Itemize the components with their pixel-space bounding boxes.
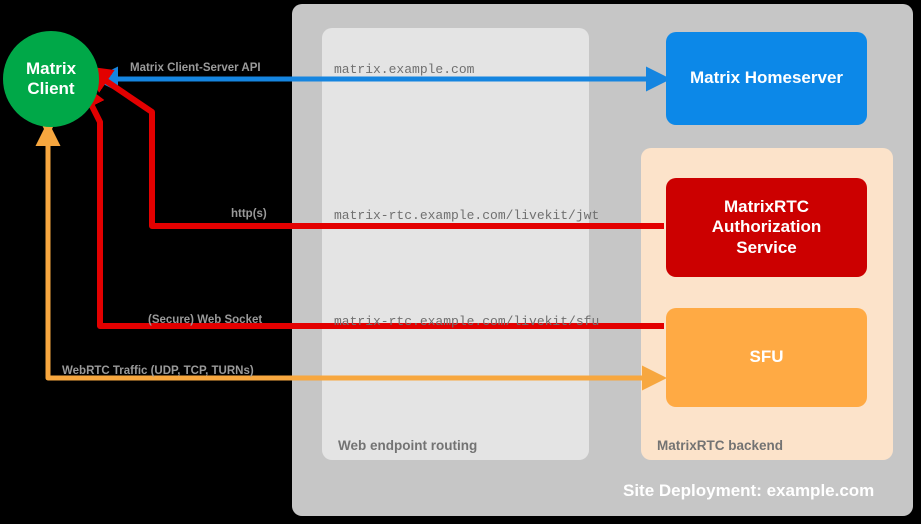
endpoint-url-livekit-sfu: matrix-rtc.example.com/livekit/sfu — [334, 314, 600, 329]
node-matrixrtc-authorization-service[interactable]: MatrixRTC Authorization Service — [666, 178, 867, 277]
endpoint-url-matrix: matrix.example.com — [334, 62, 475, 77]
caption-matrixrtc-backend: MatrixRTC backend — [657, 438, 784, 453]
node-sfu[interactable]: SFU — [666, 308, 867, 407]
caption-web-endpoint-routing: Web endpoint routing — [338, 438, 478, 453]
auth-service-label-line2: Authorization — [711, 217, 822, 237]
edge-label-webrtc-traffic: WebRTC Traffic (UDP, TCP, TURNs) — [62, 365, 254, 377]
edge-label-matrix-client-server-api: Matrix Client-Server API — [130, 62, 261, 74]
matrix-client-label-line1: Matrix — [25, 58, 77, 78]
sfu-label: SFU — [749, 347, 784, 367]
edge-label-https: http(s) — [231, 208, 267, 220]
node-matrix-homeserver[interactable]: Matrix Homeserver — [666, 32, 867, 125]
edge-label-secure-web-socket: (Secure) Web Socket — [148, 314, 263, 326]
node-matrix-client[interactable]: Matrix Client — [3, 31, 99, 127]
web-endpoint-routing-container — [322, 28, 589, 460]
endpoint-url-livekit-jwt: matrix-rtc.example.com/livekit/jwt — [334, 208, 600, 223]
caption-site-deployment: Site Deployment: example.com — [623, 481, 875, 500]
auth-service-label-line1: MatrixRTC — [723, 197, 809, 217]
matrix-client-label-line2: Client — [27, 79, 75, 98]
auth-service-label-line3: Service — [736, 237, 797, 257]
matrix-homeserver-label: Matrix Homeserver — [689, 68, 844, 88]
